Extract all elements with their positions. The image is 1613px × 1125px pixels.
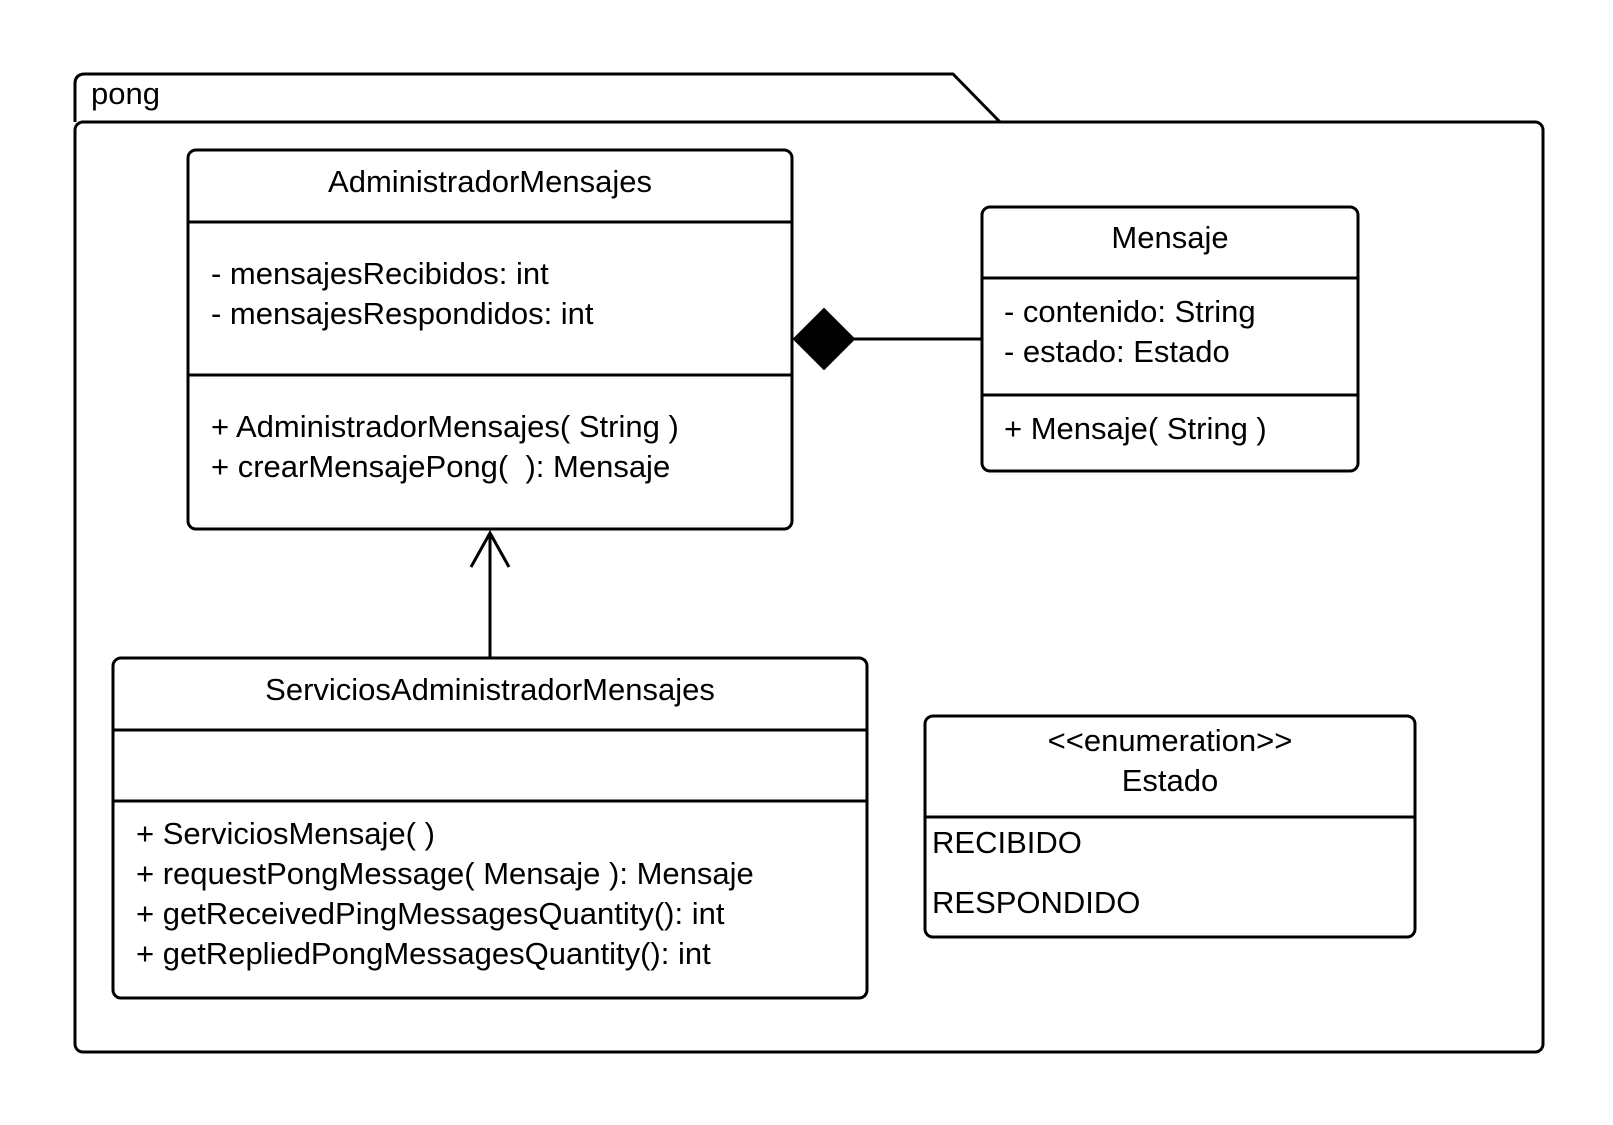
- composition-association[interactable]: [792, 307, 982, 371]
- composition-diamond-icon: [792, 307, 856, 371]
- method-row: + getReceivedPingMessagesQuantity(): int: [136, 896, 725, 931]
- package-tab: [73, 72, 1002, 124]
- methods-mensaje: + Mensaje( String ): [1004, 409, 1349, 449]
- attribute-row: - mensajesRecibidos: int: [211, 256, 549, 291]
- methods-servicios: + ServiciosMensaje( ) + requestPongMessa…: [136, 814, 861, 974]
- enum-box-estado: [923, 714, 1417, 939]
- method-row: + requestPongMessage( Mensaje ): Mensaje: [136, 856, 754, 891]
- attributes-administrador: - mensajesRecibidos: int - mensajesRespo…: [211, 254, 781, 334]
- methods-administrador: + AdministradorMensajes( String ) + crea…: [211, 407, 781, 487]
- enum-literal: RESPONDIDO: [932, 885, 1141, 920]
- class-administrador-mensajes[interactable]: [186, 148, 794, 531]
- enum-literal: RECIBIDO: [932, 825, 1082, 860]
- class-box-administrador: [186, 148, 794, 531]
- method-row: + AdministradorMensajes( String ): [211, 409, 679, 444]
- class-name-servicios: ServiciosAdministradorMensajes: [265, 672, 715, 707]
- method-row: + ServiciosMensaje( ): [136, 816, 435, 851]
- package-label: pong: [91, 76, 160, 111]
- method-row: + getRepliedPongMessagesQuantity(): int: [136, 936, 711, 971]
- enum-estado[interactable]: [923, 714, 1417, 939]
- attribute-row: - mensajesRespondidos: int: [211, 296, 594, 331]
- class-name-administrador: AdministradorMensajes: [328, 164, 652, 199]
- method-row: + Mensaje( String ): [1004, 411, 1267, 446]
- attribute-row: - contenido: String: [1004, 294, 1256, 329]
- enum-stereotype: <<enumeration>>: [1047, 723, 1293, 758]
- navigable-association[interactable]: [469, 529, 511, 658]
- open-arrowhead-icon: [469, 529, 511, 568]
- method-row: + crearMensajePong( ): Mensaje: [211, 449, 671, 484]
- class-name-mensaje: Mensaje: [1111, 220, 1229, 255]
- attribute-row: - estado: Estado: [1004, 334, 1230, 369]
- enum-name-estado: Estado: [1121, 763, 1219, 798]
- attributes-mensaje: - contenido: String - estado: Estado: [1004, 292, 1349, 372]
